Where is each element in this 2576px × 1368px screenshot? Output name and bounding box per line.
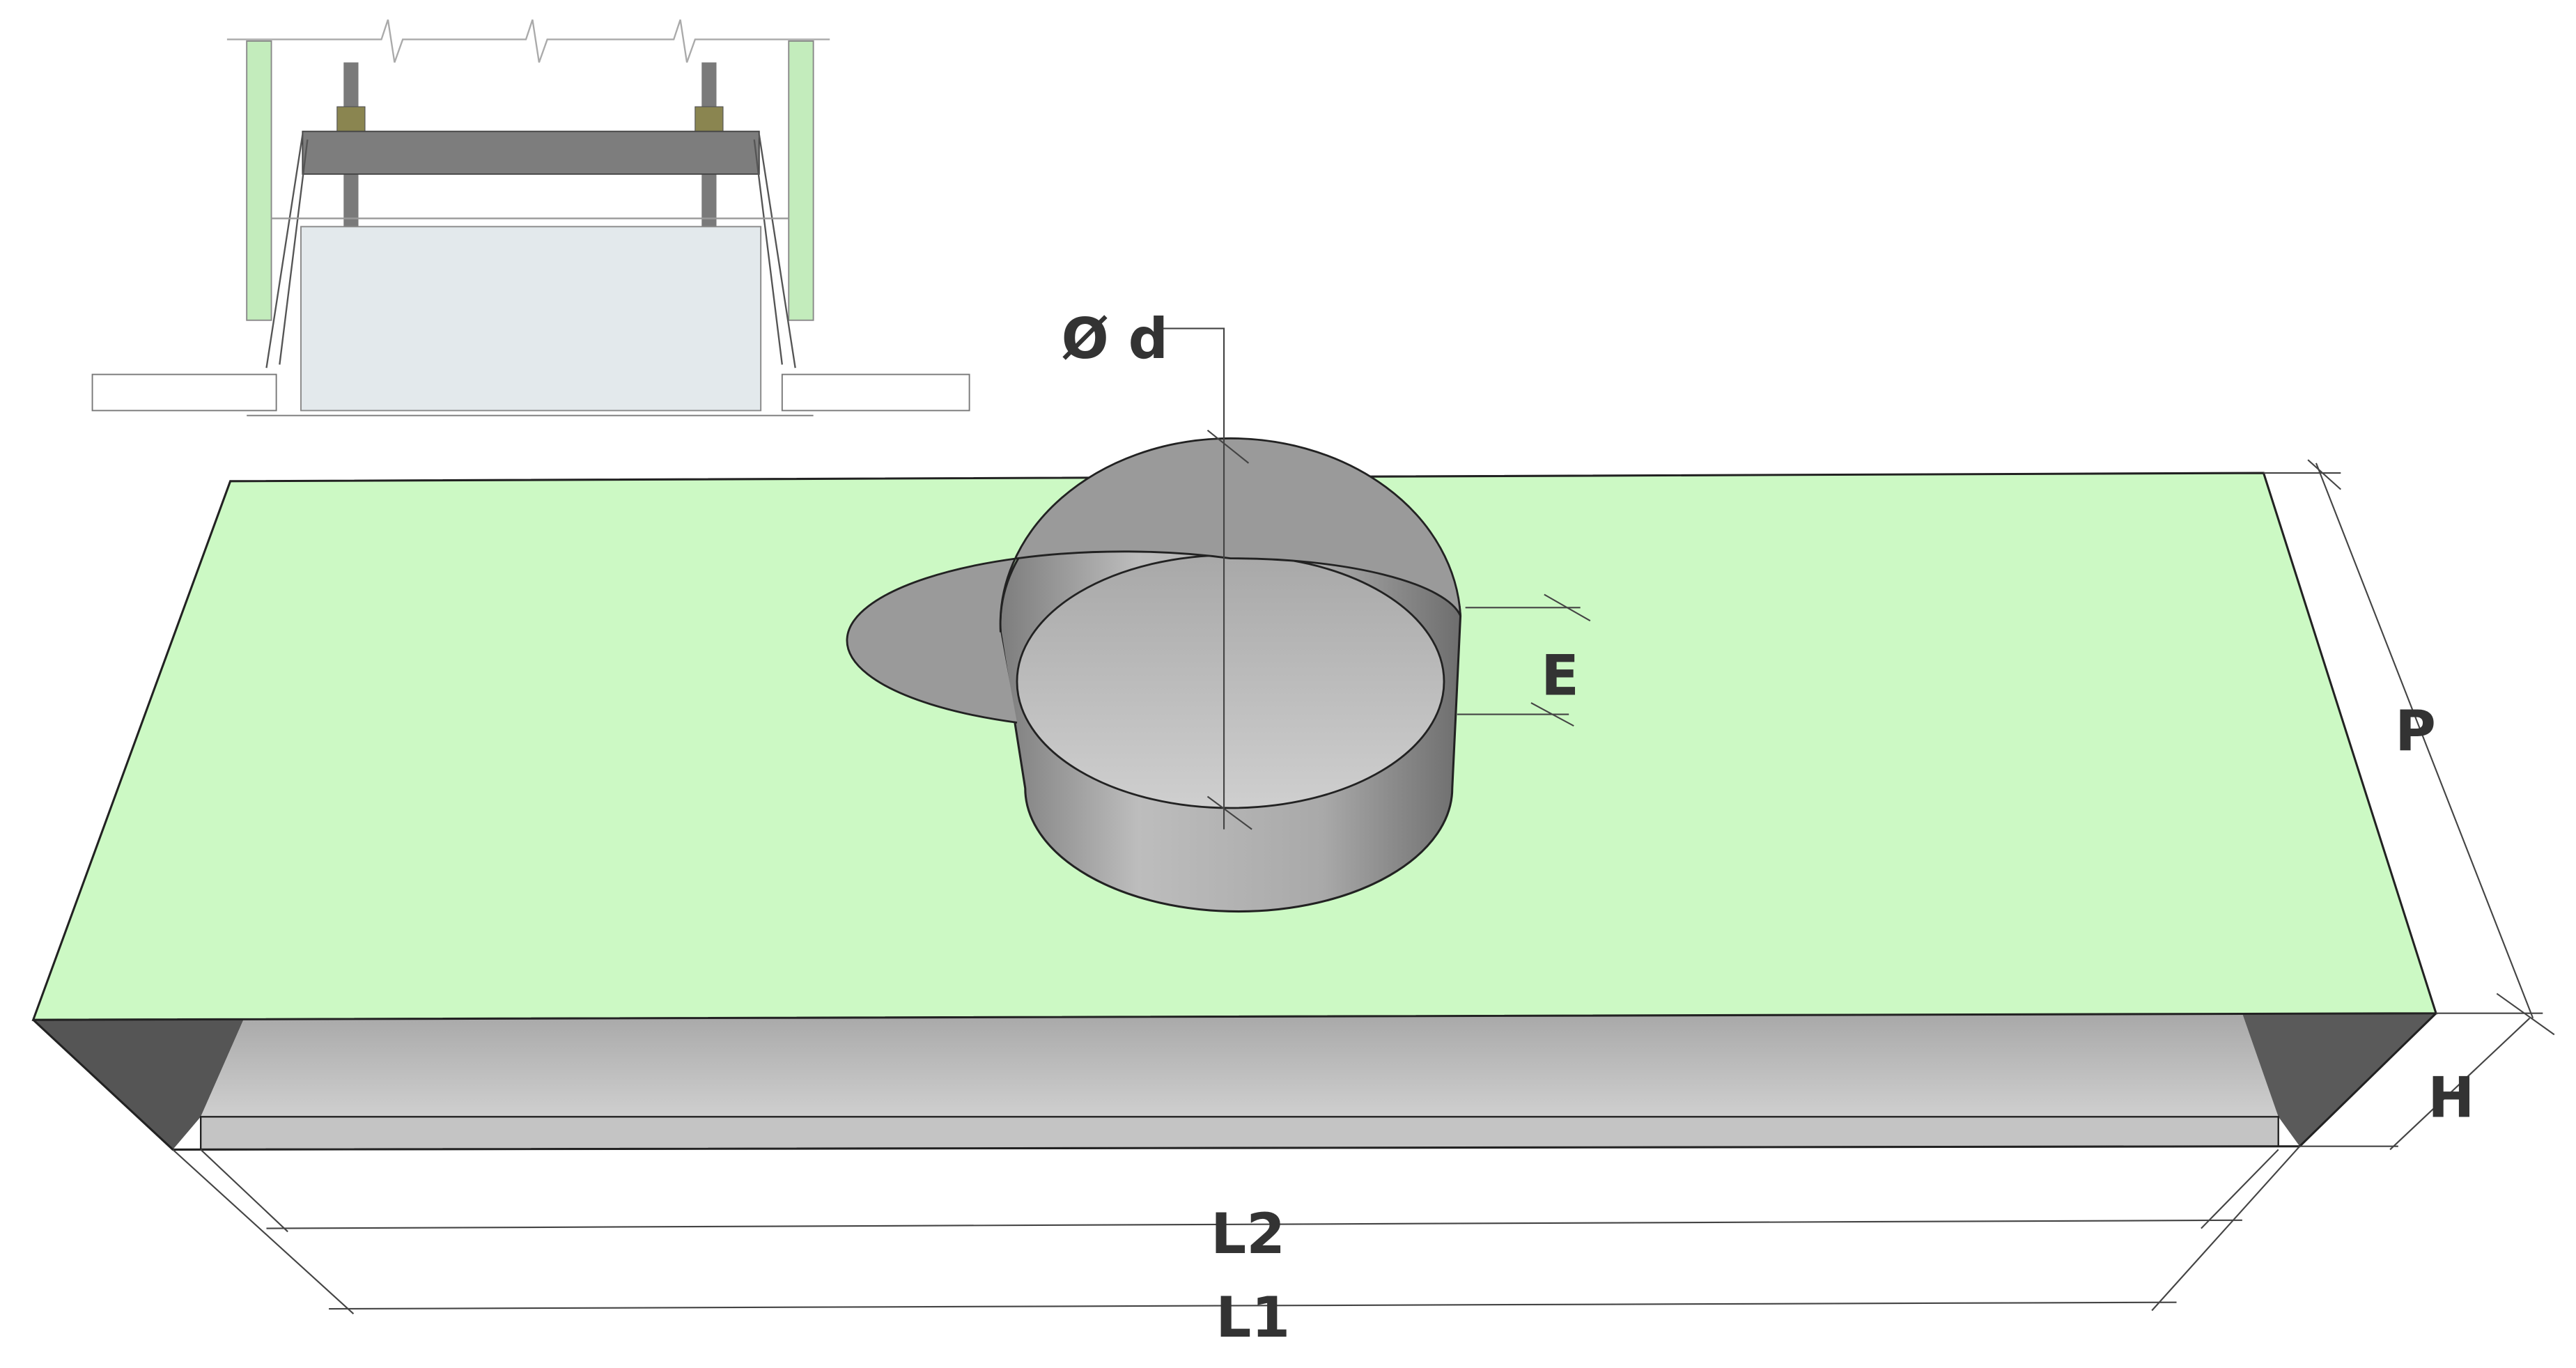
- label-H: H: [2428, 1065, 2474, 1130]
- support-bar: [302, 130, 760, 175]
- plenum-body: [300, 226, 762, 412]
- box-left-wall: [33, 1020, 244, 1150]
- ceiling-tile-right: [781, 373, 970, 412]
- ceiling-section-inset: [91, 19, 970, 417]
- drywall-right: [788, 40, 814, 321]
- slab-break-line: [226, 19, 830, 63]
- box-right-wall: [2242, 1013, 2437, 1147]
- label-E: E: [1541, 643, 1579, 708]
- round-collar: [846, 437, 1462, 913]
- label-diameter: Ø d: [1062, 306, 1168, 371]
- label-P: P: [2395, 699, 2436, 763]
- drywall-left: [246, 40, 272, 321]
- hanger-bracket: [265, 134, 796, 368]
- label-L1: L1: [1216, 1285, 1290, 1350]
- label-L2: L2: [1211, 1202, 1285, 1266]
- dimension-lines: [172, 327, 2555, 1314]
- box-bottom-lip: [199, 1116, 2279, 1151]
- box-interior: [201, 1013, 2279, 1117]
- ceiling-tile-left: [91, 373, 277, 412]
- collar-opening: [1016, 554, 1445, 809]
